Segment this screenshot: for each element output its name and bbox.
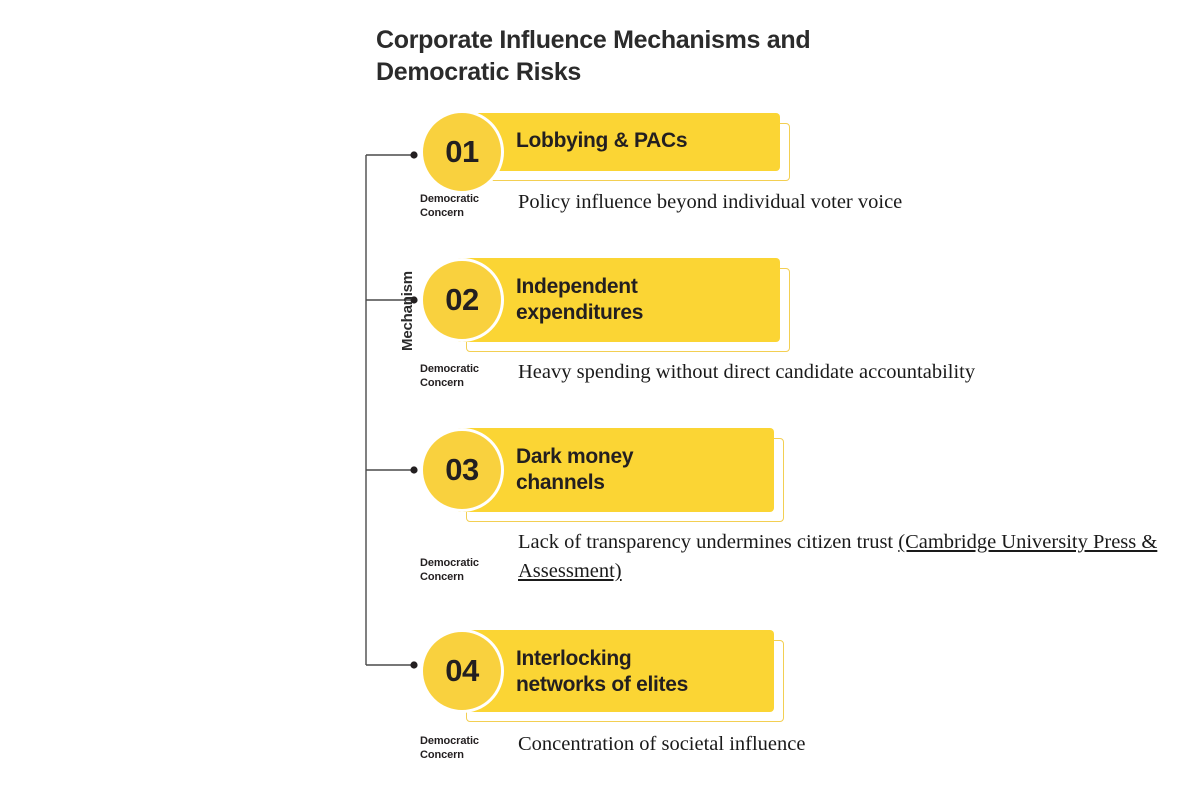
citation-link-03[interactable]: (Cambridge University Press & Assessment… bbox=[518, 531, 1158, 583]
title-bar-03 bbox=[456, 428, 774, 512]
concern-label-03: Democratic Concern bbox=[420, 557, 479, 584]
concern-label-01: Democratic Concern bbox=[420, 193, 479, 220]
title-bar-04 bbox=[456, 630, 774, 712]
mechanism-title-04: Interlocking networks of elites bbox=[516, 647, 688, 697]
mechanism-number-03: 03 bbox=[420, 428, 504, 512]
concern-description-04: Concentration of societal influence bbox=[518, 730, 1160, 759]
mechanism-number-04: 04 bbox=[420, 629, 504, 713]
concern-row-02: Democratic Concern Heavy spending withou… bbox=[420, 358, 1160, 390]
axis-label-mechanism: Mechanism bbox=[399, 271, 416, 351]
concern-description-01: Policy influence beyond individual voter… bbox=[518, 188, 1160, 217]
mechanism-title-02: Independent expenditures bbox=[516, 275, 644, 325]
mechanism-title-03: Dark money channels bbox=[516, 445, 634, 495]
concern-row-03: Democratic Concern Lack of transparency … bbox=[420, 528, 1160, 586]
concern-description-03: Lack of transparency undermines citizen … bbox=[518, 528, 1160, 586]
concern-row-04: Democratic Concern Concentration of soci… bbox=[420, 730, 1160, 762]
concern-description-text-01: Policy influence beyond individual voter… bbox=[518, 191, 903, 213]
concern-label-04: Democratic Concern bbox=[420, 735, 479, 762]
mechanism-number-01: 01 bbox=[420, 110, 504, 194]
concern-description-text-03: Lack of transparency undermines citizen … bbox=[518, 531, 899, 553]
mechanism-title-01: Lobbying & PACs bbox=[516, 129, 688, 152]
title-bar-02 bbox=[456, 258, 780, 342]
concern-description-text-04: Concentration of societal influence bbox=[518, 733, 806, 755]
title-bar-01 bbox=[456, 113, 780, 171]
concern-row-01: Democratic Concern Policy influence beyo… bbox=[420, 188, 1160, 220]
page-title: Corporate Influence Mechanisms and Democ… bbox=[376, 26, 811, 86]
concern-description-text-02: Heavy spending without direct candidate … bbox=[518, 361, 976, 383]
mechanism-number-02: 02 bbox=[420, 258, 504, 342]
concern-label-02: Democratic Concern bbox=[420, 363, 479, 390]
concern-description-02: Heavy spending without direct candidate … bbox=[518, 358, 1160, 387]
